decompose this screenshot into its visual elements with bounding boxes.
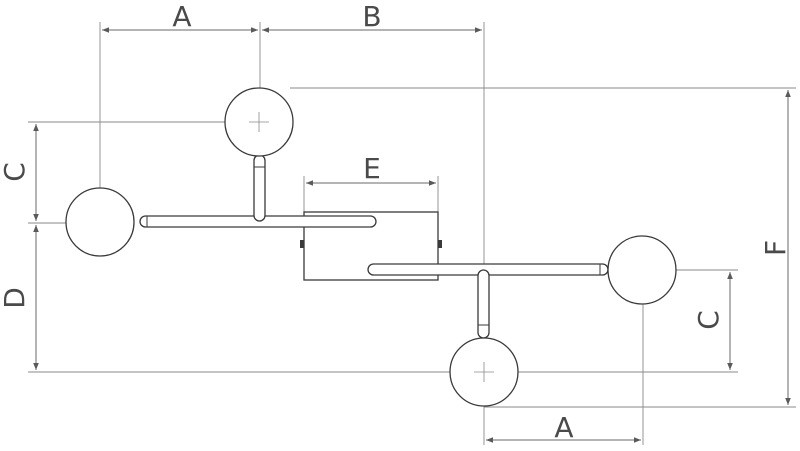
- upper-stem: [253, 154, 266, 222]
- fixture: [65, 87, 677, 407]
- label-d: D: [0, 287, 31, 309]
- label-e: E: [363, 152, 381, 185]
- globe-right: [607, 235, 677, 305]
- base-screw-left: [300, 240, 304, 248]
- dimension-lines: [33, 27, 791, 443]
- label-a-bottom: A: [554, 411, 573, 444]
- lower-stem: [477, 269, 490, 339]
- base-screw-right: [438, 240, 442, 248]
- label-c-right: C: [692, 310, 725, 330]
- label-c-left: C: [0, 162, 31, 182]
- label-b: B: [362, 0, 381, 33]
- label-f: F: [759, 240, 792, 256]
- globe-left: [65, 187, 135, 257]
- label-a-top: A: [172, 0, 191, 33]
- dimension-labels: A B E A C D F C: [0, 0, 792, 444]
